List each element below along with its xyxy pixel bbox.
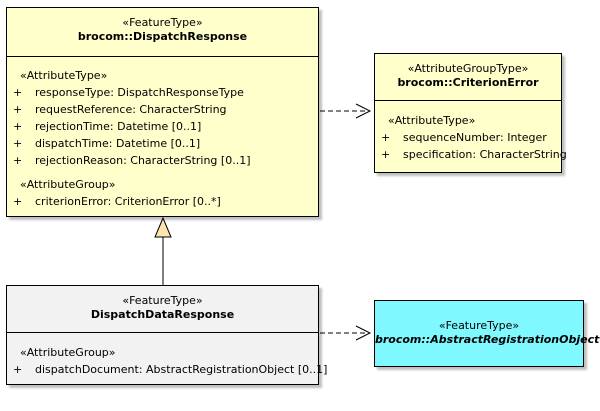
association-row[interactable]: + criterionError: CriterionError [0..*]	[7, 193, 318, 210]
attribute-group-label: «AttributeGroup»	[20, 178, 116, 191]
attribute-row[interactable]: + responseType: DispatchResponseType	[7, 84, 318, 101]
attribute-row[interactable]: + rejectionTime: Datetime [0..1]	[7, 118, 318, 135]
attributes-compartment: «AttributeType» + responseType: DispatchR…	[7, 67, 318, 169]
dependency-arrowhead-criterion-error	[355, 103, 372, 119]
attribute-text: requestReference: CharacterString	[35, 103, 227, 116]
attribute-text: specification: CharacterString	[403, 148, 567, 161]
attribute-group-label: «AttributeType»	[20, 69, 108, 82]
association-row[interactable]: + dispatchDocument: AbstractRegistrationO…	[7, 361, 327, 378]
attribute-row[interactable]: + requestReference: CharacterString	[7, 101, 318, 118]
association-text: criterionError: CriterionError [0..*]	[35, 195, 221, 208]
visibility-marker: +	[13, 103, 23, 116]
stereotype-label: «FeatureType»	[122, 16, 203, 29]
attribute-row[interactable]: + specification: CharacterString	[375, 146, 567, 163]
class-header: «FeatureType» DispatchDataResponse	[7, 294, 318, 322]
class-name: brocom::DispatchResponse	[77, 30, 248, 43]
attribute-text: rejectionTime: Datetime [0..1]	[35, 120, 202, 133]
compartment-divider	[375, 100, 561, 101]
association-compartment: «AttributeGroup» + criterionError: Criter…	[7, 176, 318, 210]
stereotype-label: «FeatureType»	[438, 319, 520, 332]
class-header: «FeatureType» brocom::DispatchResponse	[7, 16, 318, 44]
visibility-marker: +	[381, 148, 391, 161]
association-compartment: «AttributeGroup» + dispatchDocument: Abst…	[7, 344, 327, 378]
class-dispatch-response[interactable]: «FeatureType» brocom::DispatchResponse «…	[6, 7, 319, 217]
visibility-marker: +	[13, 86, 23, 99]
compartment-divider	[7, 332, 318, 333]
visibility-marker: +	[13, 363, 23, 376]
stereotype-label: «FeatureType»	[122, 294, 203, 307]
class-name: brocom::CriterionError	[397, 76, 539, 89]
visibility-marker: +	[381, 131, 391, 144]
attribute-row[interactable]: + rejectionReason: CharacterString [0..1]	[7, 152, 318, 169]
attributes-compartment: «AttributeType» + sequenceNumber: Integer…	[375, 112, 567, 163]
visibility-marker: +	[13, 154, 23, 167]
attribute-text: responseType: DispatchResponseType	[35, 86, 244, 99]
attribute-text: sequenceNumber: Integer	[403, 131, 547, 144]
attribute-row[interactable]: + sequenceNumber: Integer	[375, 129, 561, 146]
dependency-arrowhead-abstract-registration	[355, 325, 372, 341]
class-header: «FeatureType» brocom::AbstractRegistrati…	[375, 319, 600, 347]
visibility-marker: +	[13, 120, 23, 133]
visibility-marker: +	[13, 137, 23, 150]
class-criterion-error[interactable]: «AttributeGroupType» brocom::CriterionEr…	[374, 53, 567, 173]
class-header: «AttributeGroupType» brocom::CriterionEr…	[375, 62, 561, 90]
class-name: DispatchDataResponse	[90, 308, 235, 321]
compartment-divider	[7, 56, 318, 57]
attribute-group-label: «AttributeGroup»	[20, 346, 116, 359]
attribute-row[interactable]: + dispatchTime: Datetime [0..1]	[7, 135, 318, 152]
class-name: brocom::AbstractRegistrationObject	[375, 333, 600, 346]
attribute-text: dispatchTime: Datetime [0..1]	[35, 137, 201, 150]
visibility-marker: +	[13, 195, 23, 208]
class-abstract-registration-object[interactable]: «FeatureType» brocom::AbstractRegistrati…	[374, 300, 600, 367]
association-text: dispatchDocument: AbstractRegistrationOb…	[35, 363, 328, 376]
attribute-text: rejectionReason: CharacterString [0..1]	[35, 154, 251, 167]
class-dispatch-data-response[interactable]: «FeatureType» DispatchDataResponse «Attr…	[6, 285, 327, 385]
generalization-arrowhead	[154, 216, 172, 238]
stereotype-label: «AttributeGroupType»	[407, 62, 529, 75]
attribute-group-label: «AttributeType»	[388, 114, 476, 127]
